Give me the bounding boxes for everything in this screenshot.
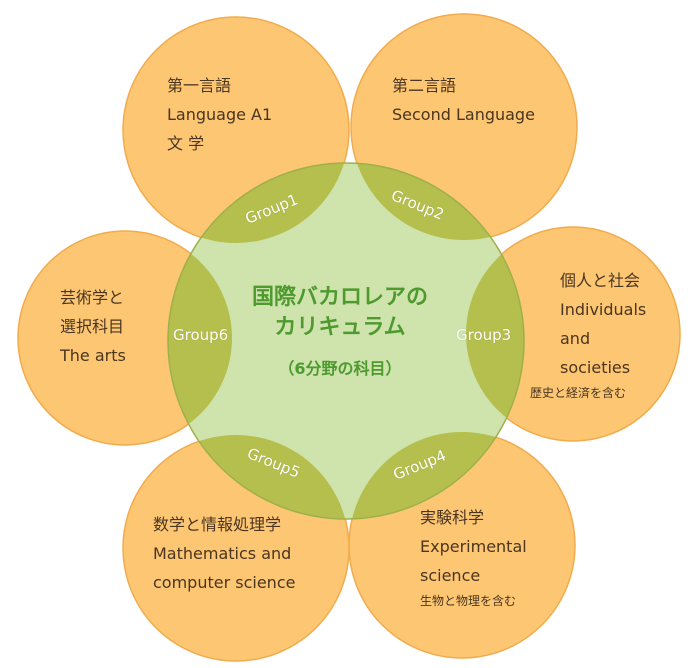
group6-label: 芸術学と 選択科目 The arts [60, 283, 126, 370]
group1-line3: 文 学 [167, 134, 205, 153]
group5-line2: Mathematics and [153, 544, 292, 563]
group3-line3: and [560, 329, 591, 348]
group1-line2: Language A1 [167, 105, 273, 124]
center-circle [168, 163, 524, 519]
group1-line1: 第一言語 [167, 76, 232, 95]
group3-note: 歴史と経済を含む [530, 386, 627, 400]
group6-line2: 選択科目 [60, 317, 125, 336]
group3-line4: societies [560, 358, 631, 377]
group5-line1: 数学と情報処理学 [153, 515, 282, 534]
overlap-group6 [168, 231, 232, 445]
group6-badge: Group6 [173, 326, 229, 344]
group4-line2: Experimental [420, 537, 527, 556]
group2-line1: 第二言語 [392, 76, 457, 95]
center-title: 国際バカロレアの カリキュラム [230, 283, 450, 343]
group4-label: 実験科学 Experimental science 生物と物理を含む [420, 503, 527, 612]
center-outline [167, 162, 525, 520]
group2-label: 第二言語 Second Language [392, 71, 535, 129]
group1-label: 第一言語 Language A1 文 学 [167, 71, 272, 158]
group5-line3: computer science [153, 573, 296, 592]
group4-note: 生物と物理を含む [420, 594, 517, 608]
group5-label: 数学と情報処理学 Mathematics and computer scienc… [153, 510, 295, 597]
group6-line1: 芸術学と [60, 288, 125, 307]
group4-line1: 実験科学 [420, 508, 485, 527]
group2-line2: Second Language [392, 105, 535, 124]
group4-line3: science [420, 566, 481, 585]
group3-badge: Group3 [456, 326, 512, 344]
group6-line3: The arts [60, 346, 126, 365]
group3-line1: 個人と社会 [560, 271, 641, 290]
center-title-line2: カリキュラム [274, 315, 406, 340]
group3-label: 個人と社会 Individuals and societies 歴史と経済を含む [530, 266, 647, 404]
center-title-line1: 国際バカロレアの [251, 285, 428, 310]
center-subtitle: （6分野の科目） [278, 359, 402, 378]
group3-line2: Individuals [560, 300, 647, 319]
